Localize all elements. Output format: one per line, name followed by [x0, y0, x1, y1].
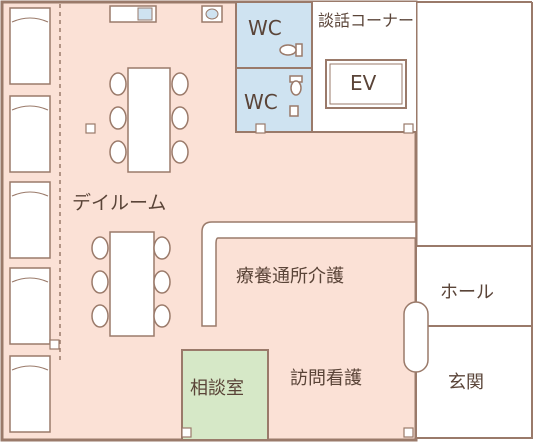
- dining-table-bottom: [91, 231, 171, 337]
- hall-label: ホール: [440, 282, 494, 303]
- entrance-door: [403, 301, 429, 373]
- dining-table-top: [109, 67, 189, 173]
- entrance-area: [415, 325, 533, 439]
- wc-top-label: WC: [248, 16, 282, 40]
- bed: [9, 95, 51, 173]
- consult-room-label: 相談室: [190, 378, 244, 399]
- consult-room: [181, 349, 269, 441]
- care-service-label: 療養通所介護: [236, 266, 344, 287]
- bed: [9, 181, 51, 259]
- talk-corner-label: 談話コーナー: [318, 11, 415, 30]
- bed: [9, 355, 51, 433]
- entrance-label: 玄関: [448, 372, 484, 393]
- toilet-icon-bottom: [289, 75, 303, 117]
- ev-label: EV: [350, 71, 377, 95]
- bed: [9, 267, 51, 345]
- care-area-partition: [201, 221, 417, 327]
- visit-nursing-label: 訪問看護: [290, 368, 362, 389]
- toilet-icon-top: [279, 43, 303, 57]
- day-room-label: デイルーム: [72, 192, 167, 214]
- bed: [9, 7, 51, 85]
- elevator-box: [325, 59, 407, 109]
- wc-bottom-label: WC: [244, 90, 278, 114]
